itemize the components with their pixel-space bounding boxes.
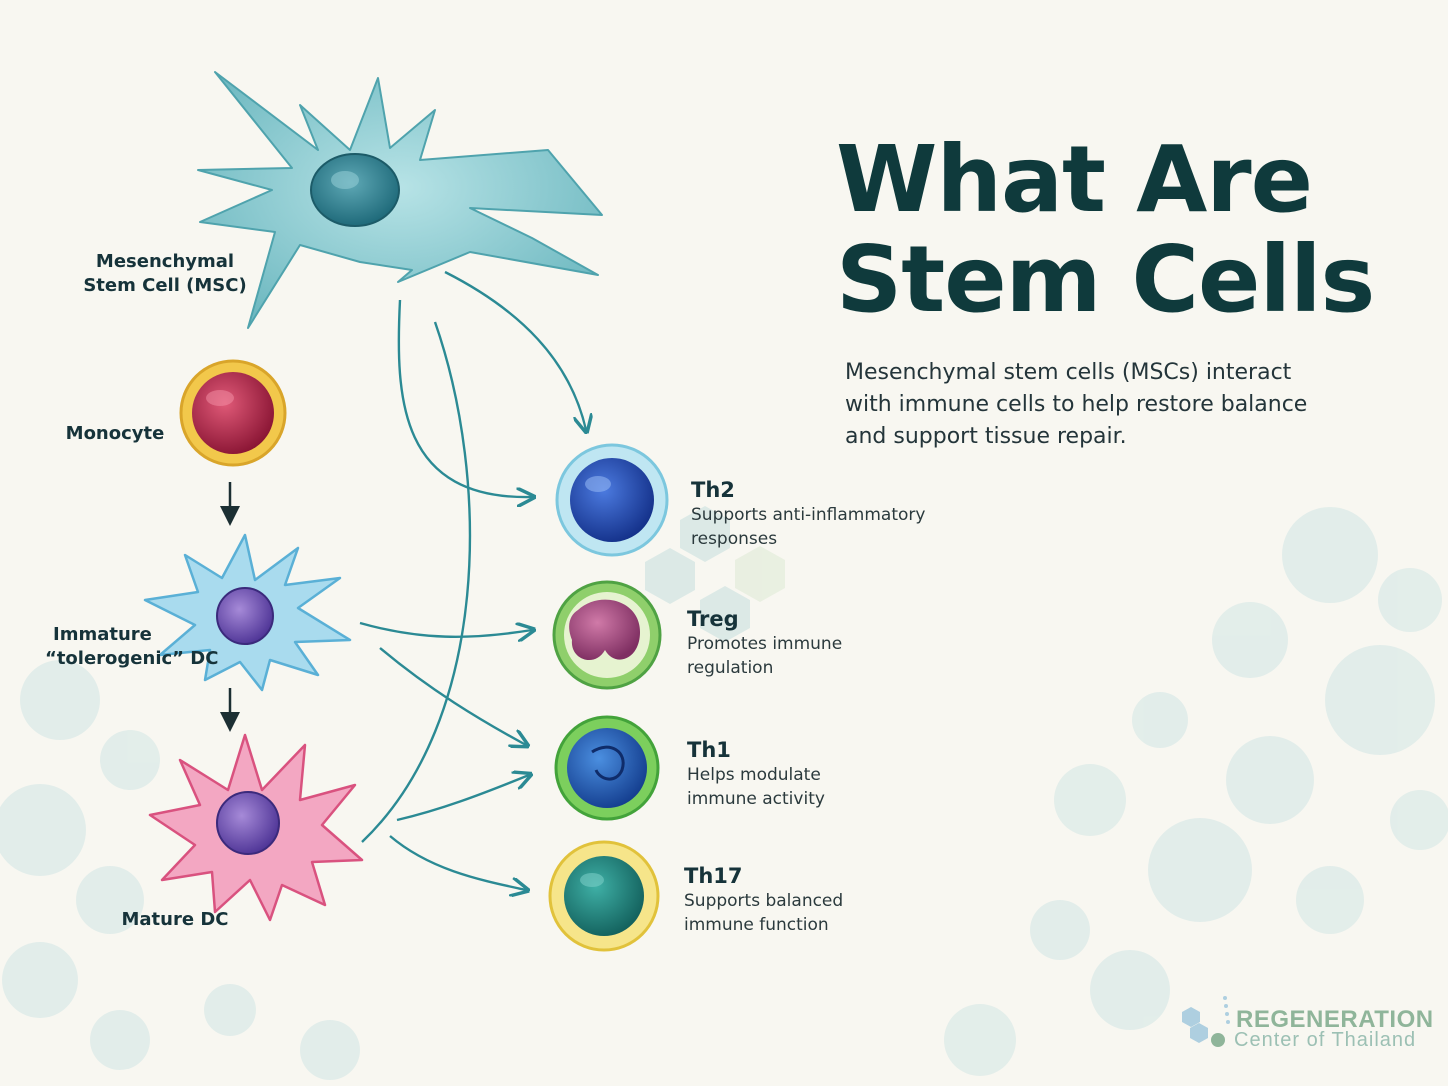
immature-dc-cell xyxy=(143,533,352,692)
th2-cell xyxy=(555,443,669,557)
immature-dc-label: Immature “tolerogenic” DC xyxy=(45,623,219,671)
th17-desc-line-2: immune function xyxy=(684,915,829,935)
th2-name: Th2 xyxy=(691,478,735,502)
th2-label-group: Th2 Supports anti-inflammatory responses xyxy=(691,477,925,551)
monocyte-label-line-1: Monocyte xyxy=(65,423,165,444)
immature-dc-label-line-1: Immature xyxy=(53,624,152,645)
msc-cell xyxy=(197,71,603,329)
page-subtitle: Mesenchymal stem cells (MSCs) interact w… xyxy=(845,357,1315,453)
th1-cell xyxy=(554,715,660,821)
mature-dc-cell xyxy=(148,733,364,922)
treg-desc-line-2: regulation xyxy=(687,658,774,678)
page-title-line-2: Stem Cells xyxy=(836,226,1375,333)
arrow-msc-to-mature-dc xyxy=(361,321,472,843)
page-title-line-1: What Are xyxy=(836,126,1313,233)
mature-dc-label-line-1: Mature DC xyxy=(121,909,229,930)
brand-subtitle: Center of Thailand xyxy=(1234,1029,1417,1051)
th1-label-group: Th1 Helps modulate immune activity xyxy=(687,737,825,811)
th17-cell xyxy=(548,840,660,952)
brand-name: REGENERATION xyxy=(1236,1006,1434,1033)
immature-dc-label-line-2: “tolerogenic” DC xyxy=(45,648,219,669)
arrow-msc-to-th2-curved xyxy=(397,299,532,497)
msc-label-line-1: Mesenchymal xyxy=(95,251,235,272)
background-bubbles xyxy=(0,507,1448,1080)
th2-desc-line-2: responses xyxy=(691,529,778,549)
arrow-immature-dc-to-treg xyxy=(359,623,532,637)
subtitle-line-2: with immune cells to help restore balanc… xyxy=(845,392,1308,417)
msc-label-line-2: Stem Cell (MSC) xyxy=(83,275,247,296)
brand-logo-mark xyxy=(1182,996,1230,1047)
th1-name: Th1 xyxy=(687,738,731,762)
arrow-mature-dc-to-th17 xyxy=(389,835,526,890)
treg-desc-line-1: Promotes immune xyxy=(687,634,843,654)
interaction-arrows xyxy=(359,270,586,890)
th1-desc-line-2: immune activity xyxy=(687,789,825,809)
page-title: What Are Stem Cells xyxy=(836,130,1436,330)
arrow-immature-dc-to-th1 xyxy=(379,647,526,745)
treg-cell xyxy=(552,580,662,690)
background-hexagons xyxy=(645,506,785,642)
th2-desc-line-1: Supports anti-inflammatory xyxy=(691,505,926,525)
subtitle-line-1: Mesenchymal stem cells (MSCs) interact xyxy=(845,360,1292,385)
msc-label: Mesenchymal Stem Cell (MSC) xyxy=(80,250,250,298)
monocyte-cell xyxy=(179,359,287,467)
arrow-msc-to-th2-direct xyxy=(444,270,586,430)
treg-name: Treg xyxy=(687,607,739,631)
subtitle-line-3: and support tissue repair. xyxy=(845,424,1127,449)
mature-dc-label: Mature DC xyxy=(120,908,230,932)
th1-desc-line-1: Helps modulate xyxy=(687,765,821,785)
treg-label-group: Treg Promotes immune regulation xyxy=(687,606,842,680)
arrow-mature-dc-to-th1 xyxy=(396,775,529,822)
th17-name: Th17 xyxy=(684,864,743,888)
monocyte-label: Monocyte xyxy=(60,422,170,446)
th17-label-group: Th17 Supports balanced immune function xyxy=(684,863,843,937)
th17-desc-line-1: Supports balanced xyxy=(684,891,844,911)
